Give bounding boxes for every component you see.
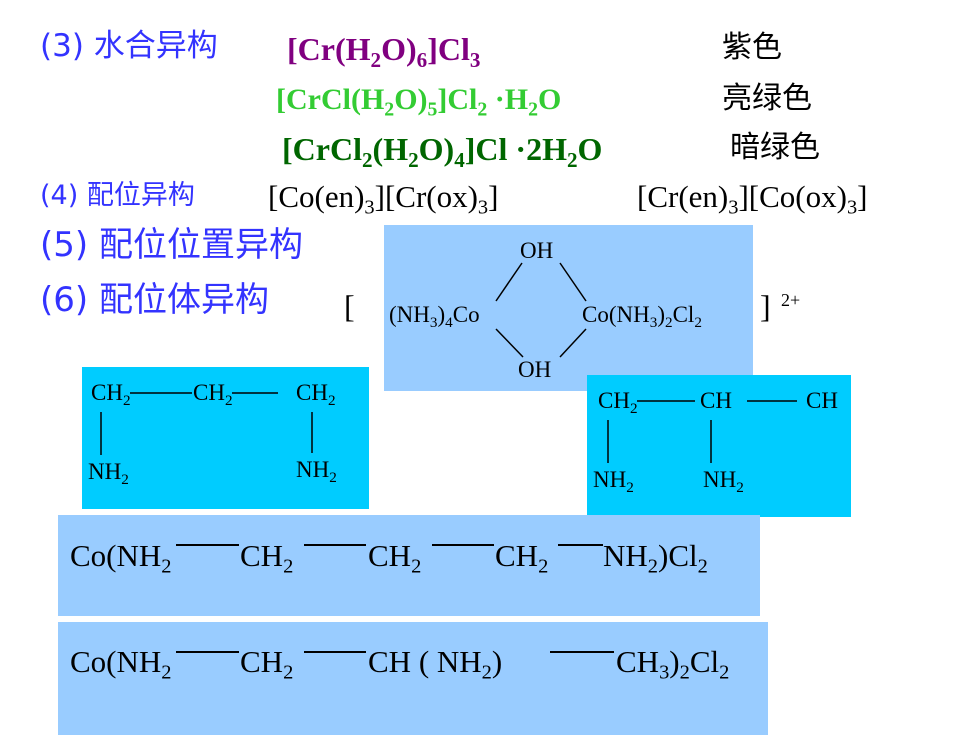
coordination-formula-right: [Cr(en)3][Co(ox)3] [637,179,868,219]
chain-1-ch2-b: CH2 [193,380,233,409]
complex-1-part-4: CH2 [495,538,549,578]
chain-1-bonds [100,392,313,455]
complex-1-part-5: NH2)Cl2 [603,538,708,578]
hydrate-formula-violet: [Cr(H2O)6]Cl3 [287,31,481,72]
complex-2-part-3: CH ( NH2) [368,644,503,684]
complex-1-box: Co(NH2 CH2 CH2 CH2 NH2)Cl2 [58,515,760,616]
open-bracket: [ [344,288,355,324]
chain-1-nh2-a: NH2 [88,459,129,488]
oh-top: OH [520,238,554,263]
complex-2-part-2: CH2 [240,644,294,684]
complex-1-part-1: Co(NH2 [70,538,172,578]
color-bright-green-label: 亮绿色 [722,81,812,116]
coordination-isomer-label: (4) 配位异构 [40,180,195,211]
complex-1-part-3: CH2 [368,538,422,578]
charge-label: 2+ [781,290,801,310]
chain-1-ch2-c: CH2 [296,380,336,409]
close-bracket: ] [760,288,771,324]
hydrate-formula-bright-green: [CrCl(H2O)5]Cl2 ·H2O [276,83,562,121]
oh-bottom: OH [518,357,552,382]
bridge-bonds [495,262,587,358]
bridge-left-metal: (NH3)4Co [389,302,480,331]
chain-2-ch2: CH2 [598,388,638,417]
hydrate-formula-dark-green: [CrCl2(H2O)4]Cl ·2H2O [282,131,603,172]
complex-1-part-2: CH2 [240,538,294,578]
color-violet-label: 紫色 [722,30,782,65]
position-isomer-label: (5) 配位位置异构 [40,225,303,265]
coordination-formula-left: [Co(en)3][Cr(ox)3] [268,179,499,219]
ligand-isomer-label: (6) 配位体异构 [40,280,269,320]
hydrate-isomer-label: (3) 水合异构 [40,28,218,64]
chain-2-ch-b: CH [806,388,838,413]
chain-2-ch-a: CH [700,388,732,413]
chain-1-ch2-a: CH2 [91,380,131,409]
chain-2-bonds [607,400,797,463]
chain-1-box: CH2 CH2 CH2 NH2 NH2 [82,367,369,509]
bridged-complex-box: OH (NH3)4Co Co(NH3)2Cl2 OH [384,225,753,391]
chain-1-nh2-b: NH2 [296,457,337,486]
complex-1-bonds [176,544,603,546]
complex-2-part-1: Co(NH2 [70,644,172,684]
complex-2-bonds [176,651,614,653]
chain-2-nh2-a: NH2 [593,467,634,496]
chain-2-nh2-b: NH2 [703,467,744,496]
bridge-right-metal: Co(NH3)2Cl2 [582,302,702,331]
complex-2-box: Co(NH2 CH2 CH ( NH2) CH3)2Cl2 [58,622,768,735]
color-dark-green-label: 暗绿色 [730,130,820,165]
complex-2-part-4: CH3)2Cl2 [616,644,730,684]
chain-2-box: CH2 CH CH NH2 NH2 [587,375,851,517]
